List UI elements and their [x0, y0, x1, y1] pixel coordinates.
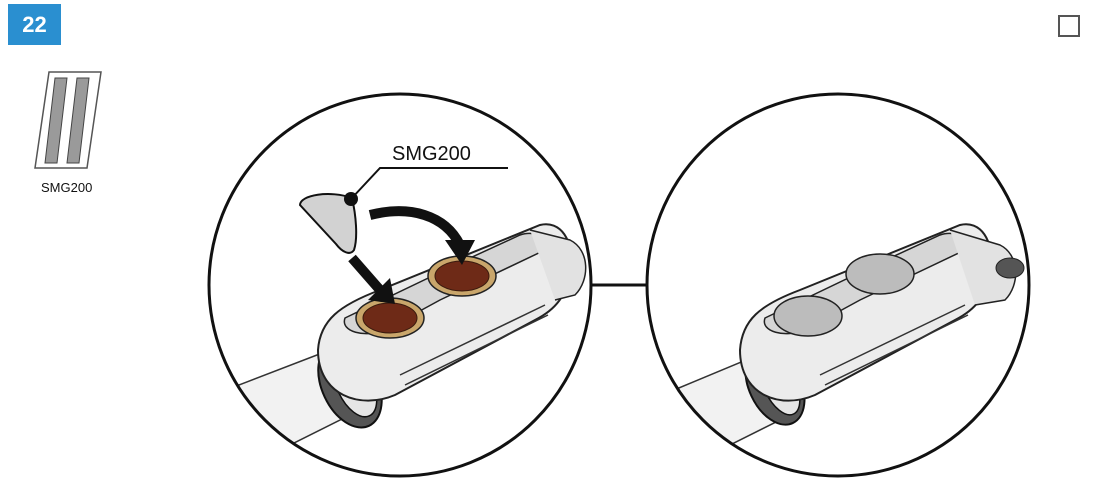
callout-label: SMG200 [392, 143, 471, 165]
tool-label: SMG200 [41, 180, 93, 195]
left-detail-view [209, 223, 587, 471]
callout-leader [350, 167, 508, 200]
grease-funnel [298, 193, 358, 254]
arrow-curved [368, 206, 465, 248]
right-detail-circle [645, 92, 1031, 478]
step-done-checkbox[interactable] [1058, 15, 1080, 37]
arrow-down [348, 254, 384, 294]
grease-tube-icon [34, 71, 102, 169]
left-detail-circle [207, 92, 593, 478]
right-detail-view [649, 223, 1025, 472]
step-number-badge: 22 [8, 4, 61, 45]
